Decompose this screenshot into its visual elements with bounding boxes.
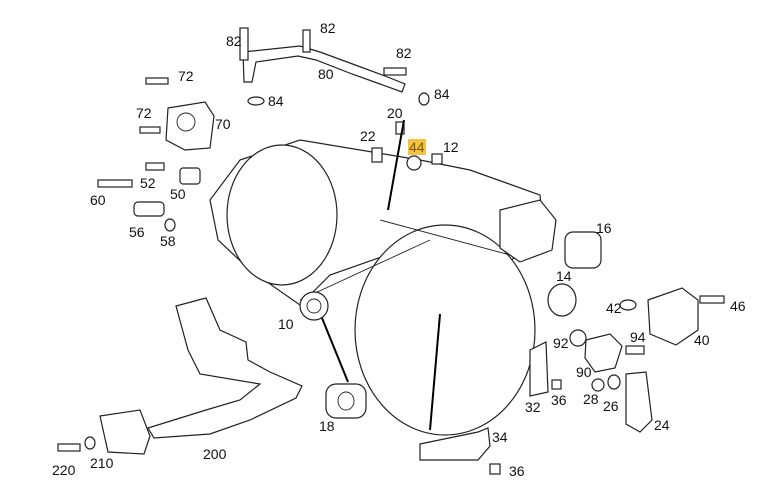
callout-22: 22 [360, 128, 376, 144]
plug-22 [371, 147, 383, 163]
callout-82-top: 82 [320, 20, 336, 36]
callout-92: 92 [553, 335, 569, 351]
callout-26: 26 [603, 398, 619, 414]
plug-12 [431, 153, 443, 165]
housing-face [354, 224, 536, 436]
bolt-52 [145, 162, 165, 171]
callout-82-left: 82 [226, 33, 242, 49]
bolt-72-lower [139, 126, 161, 134]
callout-14: 14 [556, 268, 572, 284]
callout-52: 52 [140, 175, 156, 191]
support-arm-200 [57, 297, 303, 455]
main-housing [209, 121, 546, 436]
mount-block [99, 409, 151, 455]
actuator-40 [619, 287, 725, 355]
callout-84-left: 84 [268, 93, 284, 109]
ring-44 [406, 155, 422, 171]
callout-60: 60 [90, 192, 106, 208]
bracket-24 [625, 371, 653, 433]
bolt-220 [57, 443, 81, 452]
seal-28 [591, 378, 605, 392]
seal-26 [607, 374, 621, 390]
bolt-94 [625, 345, 645, 355]
callout-44-highlighted[interactable]: 44 [408, 139, 426, 155]
callout-46: 46 [730, 298, 746, 314]
bracket-32 [529, 341, 549, 397]
callout-10: 10 [278, 316, 294, 332]
pipe-assembly [239, 27, 430, 106]
seal-ring-84-left [247, 96, 265, 106]
actuator-side [499, 199, 602, 317]
seal-58 [164, 218, 176, 232]
bolt-36-upper [551, 379, 562, 390]
bolt-60 [97, 179, 133, 188]
callout-220: 220 [52, 462, 76, 478]
callout-80: 80 [318, 66, 334, 82]
callout-50: 50 [170, 186, 186, 202]
callout-40: 40 [694, 332, 710, 348]
brackets-lower [419, 341, 562, 475]
seal-42 [619, 299, 637, 311]
bracket-34 [419, 427, 491, 461]
plug-20 [395, 121, 405, 135]
sensor-56 [133, 201, 165, 217]
seal-14 [547, 283, 577, 317]
sensor-group-left [97, 162, 201, 232]
bushing-18 [325, 383, 367, 419]
callout-42: 42 [606, 300, 622, 316]
callout-72-upper: 72 [178, 68, 194, 84]
callout-36-lower: 36 [509, 463, 525, 479]
seal-92 [569, 329, 587, 347]
callout-28: 28 [583, 391, 599, 407]
callout-94: 94 [630, 329, 646, 345]
callout-58: 58 [160, 233, 176, 249]
pipe-bolt-82-left [239, 27, 249, 61]
callout-16: 16 [596, 220, 612, 236]
callout-32: 32 [525, 399, 541, 415]
callout-90: 90 [576, 364, 592, 380]
callout-84-right: 84 [434, 86, 450, 102]
pump-90 [569, 329, 653, 433]
callout-34: 34 [492, 429, 508, 445]
callout-18: 18 [319, 418, 335, 434]
callout-12: 12 [443, 139, 459, 155]
pipe-bolt-82-right [383, 67, 407, 76]
callout-36-upper: 36 [551, 392, 567, 408]
pipe-bolt-82-top [302, 29, 311, 53]
bushing-16 [564, 231, 602, 269]
callout-200: 200 [203, 446, 227, 462]
washer-210 [84, 436, 96, 450]
callout-20: 20 [387, 105, 403, 121]
seal-ring-84-right [418, 92, 430, 106]
bolt-36-lower [489, 463, 501, 475]
bracket-70 [139, 77, 215, 151]
callout-56: 56 [129, 224, 145, 240]
bolt-46 [699, 295, 725, 304]
callout-72-lower: 72 [136, 105, 152, 121]
callout-82-right: 82 [396, 45, 412, 61]
callout-24: 24 [654, 417, 670, 433]
hub-10 [299, 291, 329, 321]
callout-70: 70 [215, 116, 231, 132]
leader-lines [321, 119, 441, 431]
sensor-50 [179, 167, 201, 185]
bolt-72-upper [145, 77, 169, 85]
callout-210: 210 [90, 455, 114, 471]
